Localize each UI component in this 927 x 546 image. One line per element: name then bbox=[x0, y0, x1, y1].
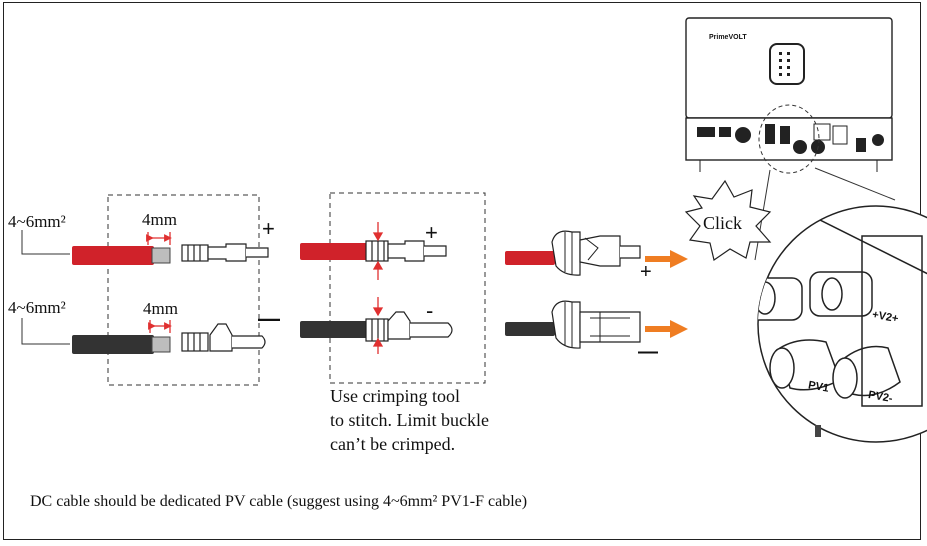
minus-sign-stage1: — bbox=[258, 306, 280, 331]
crimp-arrows bbox=[372, 222, 384, 354]
crimped-cable-positive bbox=[300, 240, 447, 262]
zoom-line-right bbox=[814, 167, 896, 201]
wire-spec-top: 4~6mm² bbox=[8, 212, 66, 231]
strip-length-bottom: 4mm bbox=[143, 299, 178, 318]
magnified-view bbox=[757, 205, 927, 443]
wire-spec-leader-top bbox=[21, 230, 70, 255]
strip-measure-bottom bbox=[148, 320, 172, 333]
minus-sign-stage2: - bbox=[426, 298, 434, 323]
crimp-dashed-box bbox=[329, 192, 486, 384]
female-pin-contact bbox=[181, 323, 266, 352]
click-burst bbox=[684, 179, 772, 261]
crimped-cable-negative bbox=[300, 311, 453, 342]
minus-sign-stage3: — bbox=[638, 341, 658, 363]
male-pin-contact bbox=[181, 243, 269, 262]
wire-spec-leader-bottom bbox=[21, 318, 70, 345]
inverter-drawing bbox=[685, 17, 893, 174]
click-label: Click bbox=[703, 213, 742, 233]
strip-measure-top bbox=[146, 232, 172, 245]
footer-note: DC cable should be dedicated PV cable (s… bbox=[30, 493, 528, 510]
strip-length-top: 4mm bbox=[142, 210, 177, 229]
inverter-brand: PrimeVOLT bbox=[709, 34, 747, 41]
strip-dashed-box bbox=[107, 194, 260, 386]
wire-spec-bottom: 4~6mm² bbox=[8, 298, 66, 317]
stripped-cable-negative bbox=[72, 335, 171, 354]
insert-arrow-negative bbox=[645, 320, 688, 338]
assembled-connector-positive bbox=[505, 230, 641, 276]
plus-sign-stage2: + bbox=[425, 220, 438, 245]
stripped-cable-positive bbox=[72, 246, 171, 265]
assembled-connector-negative bbox=[505, 300, 641, 349]
plus-sign-stage1: + bbox=[262, 216, 275, 241]
crimp-note: Use crimping tool to stitch. Limit buckl… bbox=[330, 386, 489, 454]
plus-sign-stage3: + bbox=[640, 261, 652, 283]
insert-arrow-positive bbox=[645, 250, 688, 268]
